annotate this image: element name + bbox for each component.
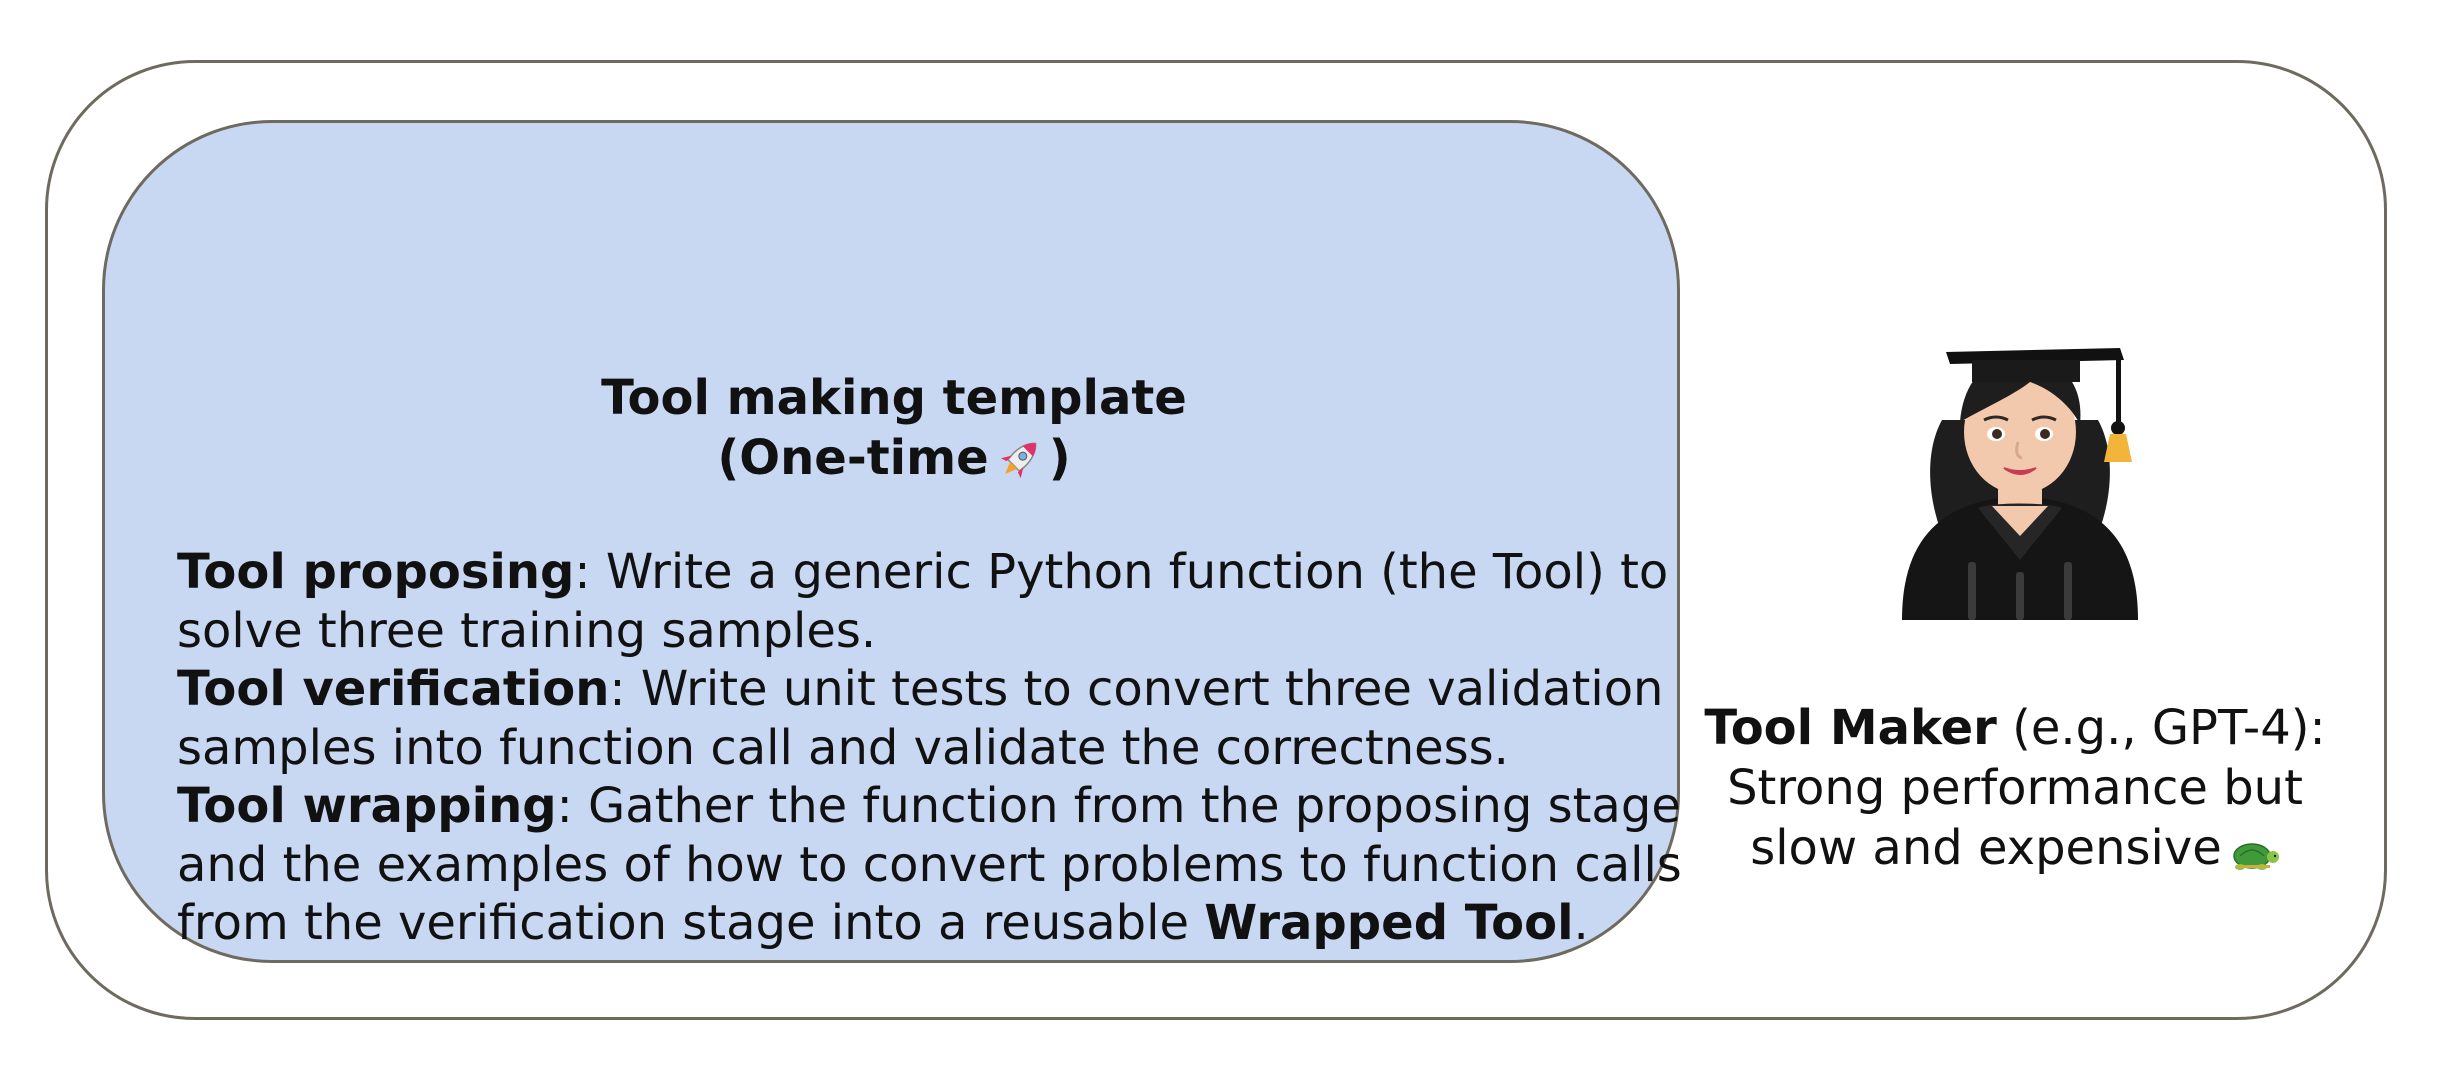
rocket-icon <box>995 434 1045 498</box>
step-term-proposing: Tool proposing <box>177 544 575 600</box>
step-wrapping-line1: Tool wrapping: Gather the function from … <box>177 777 1681 836</box>
step-wrapping-text2: and the examples of how to convert probl… <box>177 836 1682 893</box>
graduate-woman-icon <box>1880 310 2160 630</box>
template-title-close: ) <box>1048 430 1071 486</box>
template-title-line1: Tool making template <box>601 370 1187 426</box>
tool-maker-name: Tool Maker <box>1704 700 1997 756</box>
tool-maker-caption: Tool Maker (e.g., GPT-4): Strong perform… <box>1700 698 2330 886</box>
step-wrapping-text1: : Gather the function from the proposing… <box>556 778 1681 834</box>
step-proposing-text1: : Write a generic Python function (the T… <box>574 544 1669 600</box>
wrapped-tool-term: Wrapped Tool <box>1204 895 1574 951</box>
template-title: Tool making template (One-time ) <box>105 368 1683 498</box>
step-wrapping-end: . <box>1573 895 1589 951</box>
maker-caption-line3: slow and expensive <box>1700 818 2330 886</box>
step-proposing-text2: solve three training samples. <box>177 602 877 659</box>
step-term-verification: Tool verification <box>177 661 610 717</box>
step-wrapping-text3: from the verification stage into a reusa… <box>177 895 1205 951</box>
tool-making-template-panel: Tool making template (One-time ) Tool pr… <box>102 120 1683 963</box>
maker-caption-line3-text: slow and expensive <box>1750 820 2222 876</box>
tool-maker-example: (e.g., GPT-4): <box>1996 700 2326 756</box>
step-term-wrapping: Tool wrapping <box>177 778 557 834</box>
turtle-icon <box>2230 826 2280 886</box>
step-verification-text2: samples into function call and validate … <box>177 719 1509 776</box>
step-verification-text1: : Write unit tests to convert three vali… <box>609 661 1664 717</box>
template-title-one-time: (One-time <box>717 430 989 486</box>
maker-caption-line2: Strong performance but <box>1727 760 2303 816</box>
step-wrapping-line3: from the verification stage into a reusa… <box>177 894 1657 953</box>
step-verification-line1: Tool verification: Write unit tests to c… <box>177 660 1663 719</box>
template-steps: Tool proposing: Write a generic Python f… <box>177 543 1682 953</box>
step-proposing-line1: Tool proposing: Write a generic Python f… <box>177 543 1668 602</box>
template-title-line2: (One-time ) <box>105 428 1683 498</box>
maker-caption-line1: Tool Maker (e.g., GPT-4): <box>1700 698 2330 758</box>
